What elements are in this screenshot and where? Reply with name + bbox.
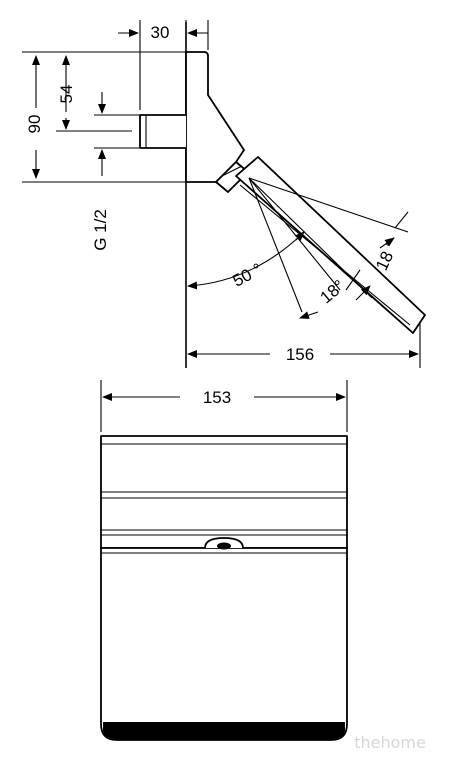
side-view — [22, 20, 426, 368]
dim-angle-spray-a: 18° — [317, 276, 349, 307]
spray-line — [248, 177, 409, 233]
front-view — [100, 380, 348, 741]
dim-width: 153 — [203, 388, 231, 407]
spray-line — [248, 177, 303, 313]
spray-line — [248, 177, 341, 291]
dim-depth: 156 — [286, 345, 314, 364]
dim-top-width: 30 — [151, 23, 170, 42]
dim-thread: G 1/2 — [91, 209, 110, 251]
dim-angle-spray-b: 18 ° — [372, 238, 402, 274]
head-face — [100, 547, 348, 741]
knob-hole — [217, 542, 231, 550]
spray-face-edge — [103, 722, 345, 740]
inlet-pipe — [139, 114, 186, 149]
dim-height-inlet: 54 — [57, 85, 76, 104]
spray-line — [248, 177, 373, 299]
dim-height-total: 90 — [25, 115, 44, 134]
dim-angle-tilt: 50 ° — [230, 260, 266, 291]
watermark: thehome — [354, 733, 426, 752]
